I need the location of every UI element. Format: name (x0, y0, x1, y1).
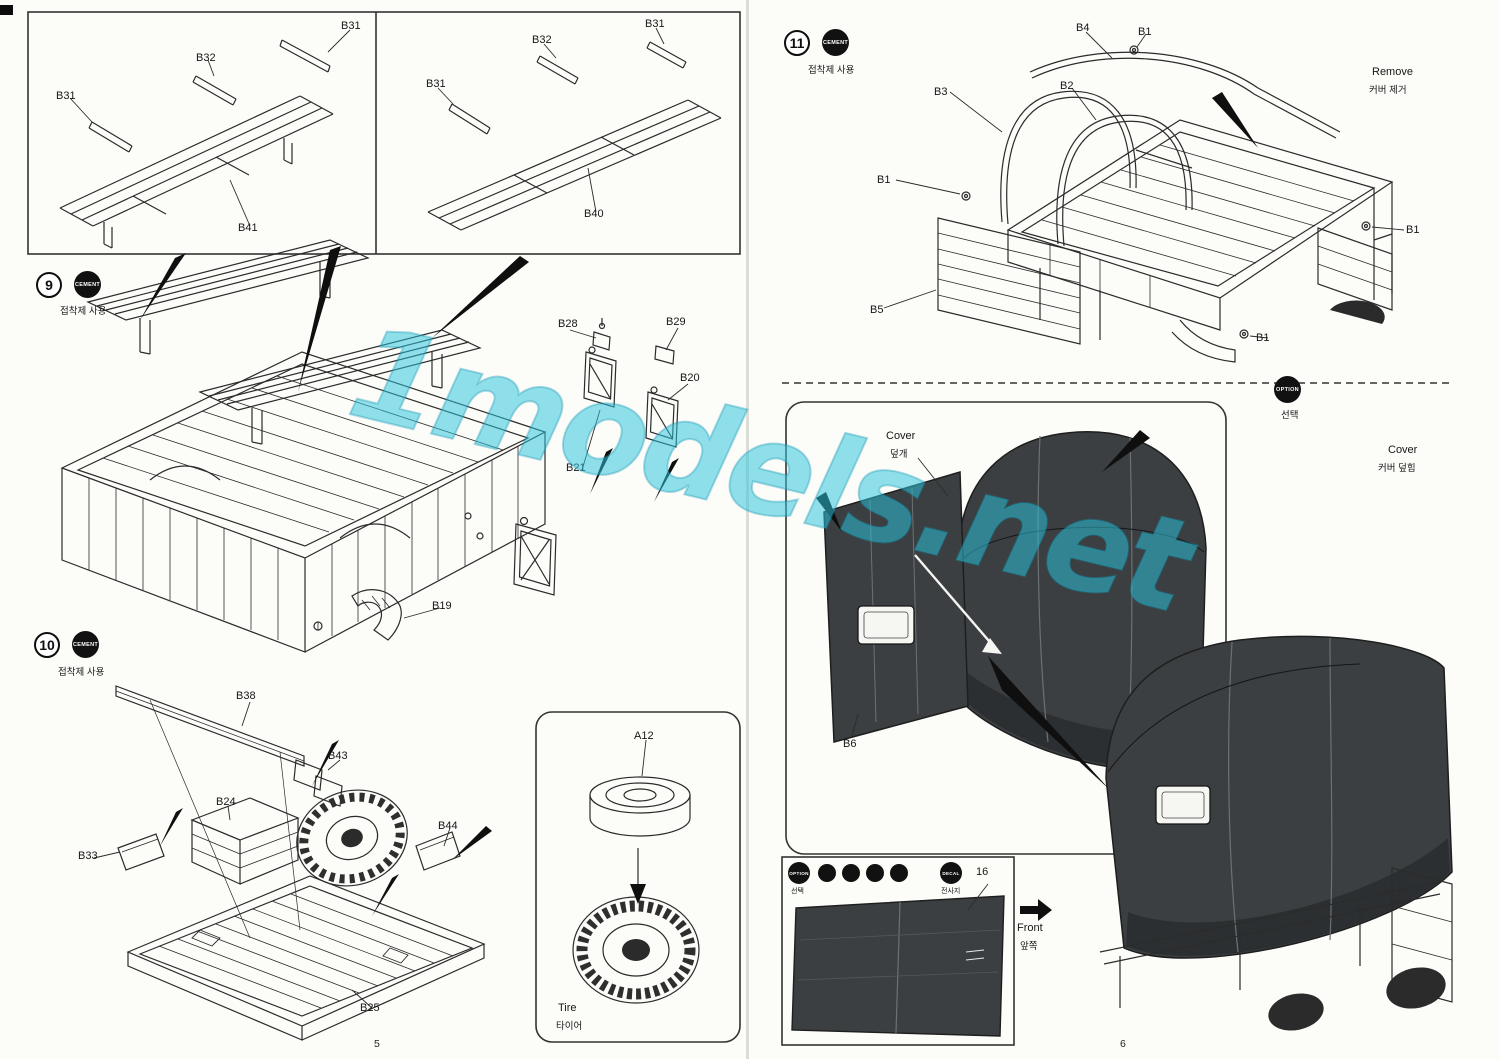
tire-inset-drawing (572, 739, 700, 1004)
part-label-b31: B31 (56, 90, 76, 102)
step10-arrows (160, 740, 492, 916)
part-label-b25: B25 (360, 1002, 380, 1014)
paint-icon (890, 864, 908, 882)
step-number-badge: 11 (784, 30, 810, 56)
part-label-b41: B41 (238, 222, 258, 234)
scan-artifact-mark (0, 5, 13, 15)
cover-result-en: Cover (1388, 444, 1418, 456)
cover-label-kr: 덮개 (890, 449, 908, 460)
paint-icon (818, 864, 836, 882)
page-number-right: 6 (1120, 1038, 1126, 1050)
tire-caption-en: Tire (558, 1002, 577, 1014)
cover-label-en: Cover (886, 430, 916, 442)
step-10-number: 10 (39, 637, 55, 653)
decal-number: 16 (976, 866, 989, 878)
part-label-b40: B40 (584, 208, 604, 220)
cement-icon: CEMENT (72, 631, 99, 658)
cement-icon-label: CEMENT (822, 39, 849, 46)
part-label-b6: B6 (843, 738, 857, 750)
part-label-b31: B31 (426, 78, 446, 90)
part-label-b19: B19 (432, 600, 452, 612)
part-label-b20: B20 (680, 372, 700, 384)
cement-caption: 접착제 사용 (58, 667, 105, 678)
remove-note-kr: 커버 제거 (1369, 85, 1407, 96)
cement-caption: 접착제 사용 (60, 306, 107, 317)
inset-b-drawing (427, 27, 722, 231)
part-label-a12: A12 (634, 730, 654, 742)
option-icon-label: OPTION (789, 870, 809, 876)
cement-caption: 접착제 사용 (808, 65, 855, 76)
step-11-number: 11 (789, 35, 805, 51)
part-label-b38: B38 (236, 690, 256, 702)
step-number-badge: 9 (36, 272, 62, 298)
part-label-b1: B1 (1138, 26, 1152, 38)
option-caption: 선택 (791, 888, 804, 895)
step9-arrows (140, 246, 679, 502)
part-label-b28: B28 (558, 318, 578, 330)
decal-caption: 전사지 (941, 888, 961, 895)
cement-icon: CEMENT (822, 29, 849, 56)
step-number-badge: 10 (34, 632, 60, 658)
option-caption: 선택 (1281, 410, 1299, 421)
part-label-b1: B1 (1406, 224, 1420, 236)
part-label-b4: B4 (1076, 22, 1090, 34)
decal-canvas-drawing (791, 883, 1052, 1037)
option-icon: OPTION (788, 862, 810, 884)
remove-note-en: Remove (1372, 66, 1413, 78)
decal-icon: DECAL (940, 862, 962, 884)
option-icon-label: OPTION (1276, 386, 1299, 393)
step-9-number: 9 (45, 277, 53, 293)
part-label-b32: B32 (532, 34, 552, 46)
front-direction-arrow-icon (1020, 899, 1052, 921)
page-gutter (746, 0, 749, 1059)
cover-result-kr: 커버 덮힘 (1378, 463, 1416, 474)
part-label-b1: B1 (877, 174, 891, 186)
part-label-b21: B21 (566, 462, 586, 474)
step10-drawing (93, 685, 486, 1041)
tire-caption-kr: 타이어 (556, 1021, 583, 1032)
part-label-b5: B5 (870, 304, 884, 316)
part-label-b31: B31 (645, 18, 665, 30)
step11-arrow (1212, 92, 1258, 148)
covered-truck-drawing (988, 635, 1453, 1031)
step11-drawing (883, 31, 1405, 363)
part-label-b1: B1 (1256, 332, 1270, 344)
inset-a-drawing (59, 29, 351, 249)
cement-icon: CEMENT (74, 271, 101, 298)
front-label-kr: 앞쪽 (1020, 941, 1038, 952)
cement-icon-label: CEMENT (74, 281, 101, 288)
part-label-b44: B44 (438, 820, 458, 832)
part-label-b32: B32 (196, 52, 216, 64)
part-label-b3: B3 (934, 86, 948, 98)
part-label-b33: B33 (78, 850, 98, 862)
step9-drawing (60, 239, 689, 653)
paint-icon (866, 864, 884, 882)
part-label-b29: B29 (666, 316, 686, 328)
part-label-b43: B43 (328, 750, 348, 762)
frame-boxes (27, 11, 1227, 1046)
front-label-en: Front (1017, 922, 1043, 934)
part-label-b31: B31 (341, 20, 361, 32)
option-icon: OPTION (1274, 376, 1301, 403)
cement-icon-label: CEMENT (72, 641, 99, 648)
page-number-left: 5 (374, 1038, 380, 1050)
part-label-b24: B24 (216, 796, 236, 808)
paint-icon (842, 864, 860, 882)
decal-icon-label: DECAL (942, 870, 960, 876)
tire-inset-arrowhead (630, 884, 646, 904)
part-label-b2: B2 (1060, 80, 1074, 92)
